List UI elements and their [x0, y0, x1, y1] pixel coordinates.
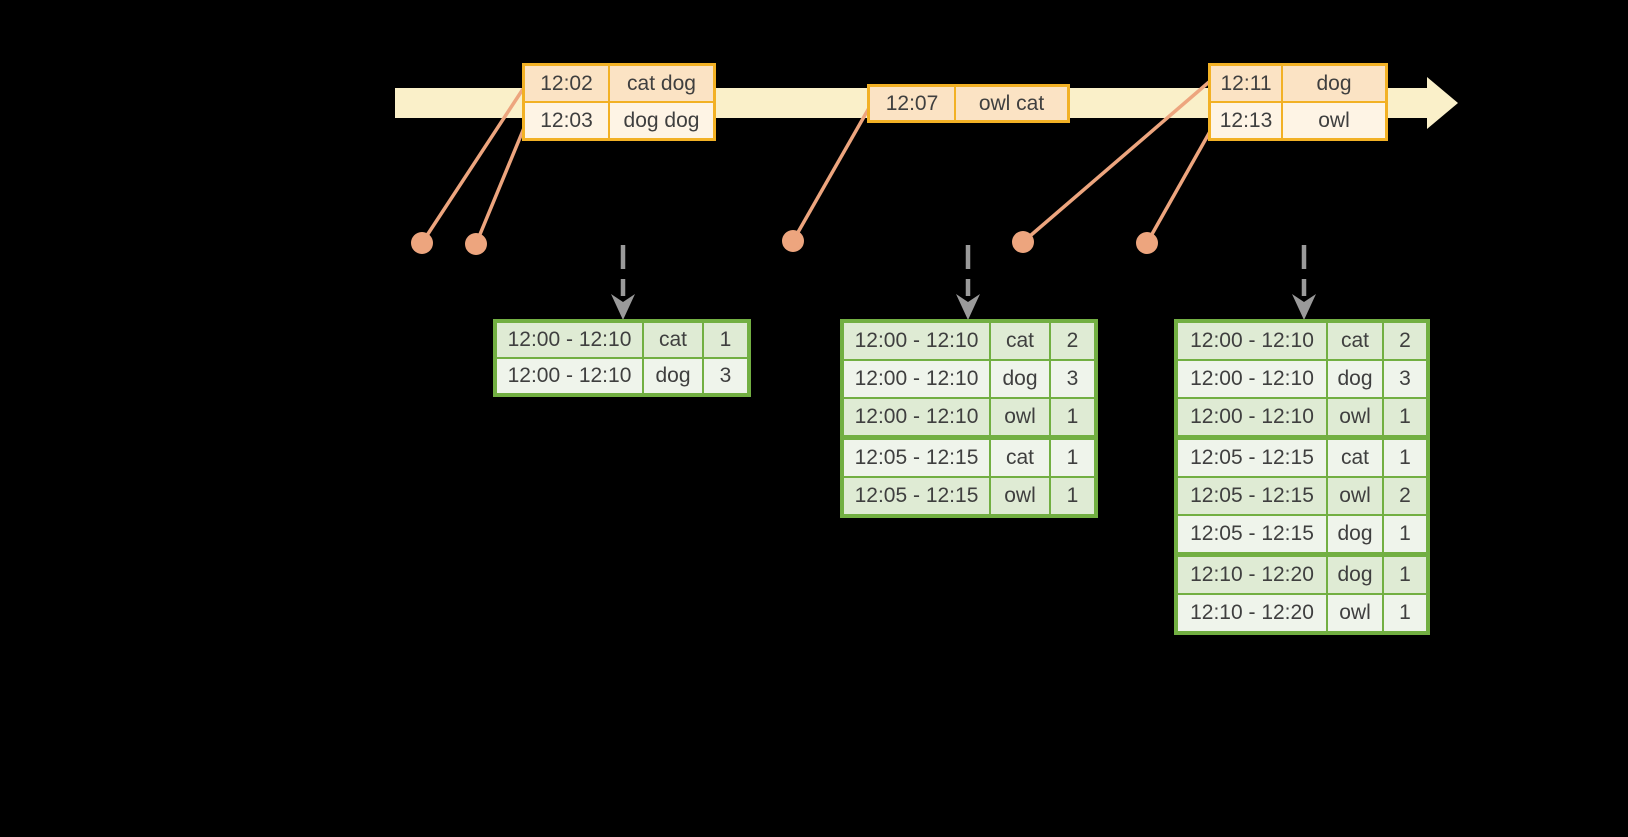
result-row: 12:00 - 12:10 dog 3 [1178, 359, 1426, 397]
event-words-cell: dog [1281, 66, 1385, 101]
result-table-2: 12:00 - 12:10 cat 2 12:00 - 12:10 dog 3 … [840, 319, 1098, 518]
connector-line [1145, 127, 1214, 244]
result-row: 12:00 - 12:10 owl 1 [1178, 397, 1426, 435]
result-row: 12:00 - 12:10 cat 1 [497, 323, 747, 357]
result-window-cell: 12:00 - 12:10 [1190, 367, 1314, 390]
event-dot [1012, 231, 1034, 253]
result-window-cell: 12:00 - 12:10 [1190, 329, 1314, 352]
result-row: 12:05 - 12:15 dog 1 [1178, 514, 1426, 552]
result-word-cell: owl [1326, 399, 1382, 435]
connector-line [1021, 80, 1211, 244]
result-window-cell: 12:00 - 12:10 [1190, 405, 1314, 428]
result-count-cell: 1 [1049, 399, 1094, 435]
result-row: 12:05 - 12:15 owl 1 [844, 476, 1094, 514]
result-row: 12:10 - 12:20 dog 1 [1178, 552, 1426, 593]
result-word-cell: dog [1326, 557, 1382, 593]
result-count-cell: 1 [1382, 595, 1426, 631]
result-row: 12:05 - 12:15 cat 1 [844, 435, 1094, 476]
result-window-cell: 12:00 - 12:10 [854, 405, 979, 428]
result-row: 12:00 - 12:10 dog 3 [497, 357, 747, 393]
result-word-cell: cat [989, 323, 1049, 359]
event-table-1: 12:02 cat dog 12:03 dog dog [522, 63, 716, 141]
result-count-cell: 1 [1382, 399, 1426, 435]
event-time-cell: 12:11 [1220, 71, 1272, 95]
result-row: 12:10 - 12:20 owl 1 [1178, 593, 1426, 631]
result-word-cell: owl [989, 399, 1049, 435]
result-window-cell: 12:05 - 12:15 [1190, 522, 1314, 545]
event-time-cell: 12:02 [540, 71, 593, 95]
result-word-cell: owl [1326, 478, 1382, 514]
result-word-cell: cat [989, 440, 1049, 476]
result-word-cell: owl [989, 478, 1049, 514]
result-row: 12:05 - 12:15 cat 1 [1178, 435, 1426, 476]
result-word-cell: cat [642, 323, 702, 357]
result-count-cell: 1 [1382, 440, 1426, 476]
event-dot [782, 230, 804, 252]
event-row: 12:13 owl [1211, 101, 1385, 138]
result-count-cell: 1 [1049, 440, 1094, 476]
result-word-cell: cat [1326, 440, 1382, 476]
result-row: 12:00 - 12:10 cat 2 [844, 323, 1094, 359]
result-row: 12:05 - 12:15 owl 2 [1178, 476, 1426, 514]
result-window-cell: 12:00 - 12:10 [854, 367, 979, 390]
event-words-cell: owl cat [954, 87, 1067, 120]
result-count-cell: 1 [1382, 516, 1426, 552]
result-window-cell: 12:00 - 12:10 [507, 328, 632, 351]
result-row: 12:00 - 12:10 cat 2 [1178, 323, 1426, 359]
event-words-cell: owl [1281, 103, 1385, 138]
connector-line [791, 107, 871, 242]
result-count-cell: 1 [1049, 478, 1094, 514]
result-table-1: 12:00 - 12:10 cat 1 12:00 - 12:10 dog 3 [493, 319, 751, 397]
result-row: 12:00 - 12:10 dog 3 [844, 359, 1094, 397]
trigger-arrowhead-icon [1292, 294, 1316, 320]
event-time-cell: 12:03 [540, 108, 593, 132]
trigger-arrowhead-icon [956, 294, 980, 320]
event-time-cell: 12:13 [1219, 108, 1273, 132]
event-table-3: 12:11 dog 12:13 owl [1208, 63, 1388, 141]
event-dot [465, 233, 487, 255]
result-count-cell: 3 [702, 359, 747, 393]
result-word-cell: dog [1326, 361, 1382, 397]
connector-line [420, 88, 525, 244]
result-count-cell: 2 [1382, 478, 1426, 514]
result-count-cell: 2 [1049, 323, 1094, 359]
result-count-cell: 1 [702, 323, 747, 357]
event-row: 12:03 dog dog [525, 101, 713, 138]
result-word-cell: dog [642, 359, 702, 393]
event-time-cell: 12:07 [885, 91, 939, 115]
result-row: 12:00 - 12:10 owl 1 [844, 397, 1094, 435]
timeline-arrowhead-icon [1427, 77, 1458, 129]
result-window-cell: 12:10 - 12:20 [1190, 601, 1314, 624]
event-row: 12:11 dog [1211, 66, 1385, 101]
result-window-cell: 12:05 - 12:15 [854, 446, 979, 469]
result-count-cell: 3 [1049, 361, 1094, 397]
result-count-cell: 3 [1382, 361, 1426, 397]
event-table-2: 12:07 owl cat [867, 84, 1070, 123]
result-window-cell: 12:05 - 12:15 [1190, 484, 1314, 507]
trigger-arrowhead-icon [611, 294, 635, 320]
result-table-3: 12:00 - 12:10 cat 2 12:00 - 12:10 dog 3 … [1174, 319, 1430, 635]
result-word-cell: dog [989, 361, 1049, 397]
event-dot [1136, 232, 1158, 254]
connector-line [474, 127, 526, 245]
result-count-cell: 1 [1382, 557, 1426, 593]
event-dot [411, 232, 433, 254]
result-count-cell: 2 [1382, 323, 1426, 359]
event-words-cell: dog dog [608, 103, 713, 138]
result-window-cell: 12:00 - 12:10 [854, 329, 979, 352]
result-word-cell: dog [1326, 516, 1382, 552]
event-row: 12:07 owl cat [870, 87, 1067, 120]
result-window-cell: 12:05 - 12:15 [854, 484, 979, 507]
result-window-cell: 12:05 - 12:15 [1190, 446, 1314, 469]
result-word-cell: cat [1326, 323, 1382, 359]
result-word-cell: owl [1326, 595, 1382, 631]
event-row: 12:02 cat dog [525, 66, 713, 101]
result-window-cell: 12:10 - 12:20 [1190, 563, 1314, 586]
event-words-cell: cat dog [608, 66, 713, 101]
result-window-cell: 12:00 - 12:10 [507, 364, 632, 387]
